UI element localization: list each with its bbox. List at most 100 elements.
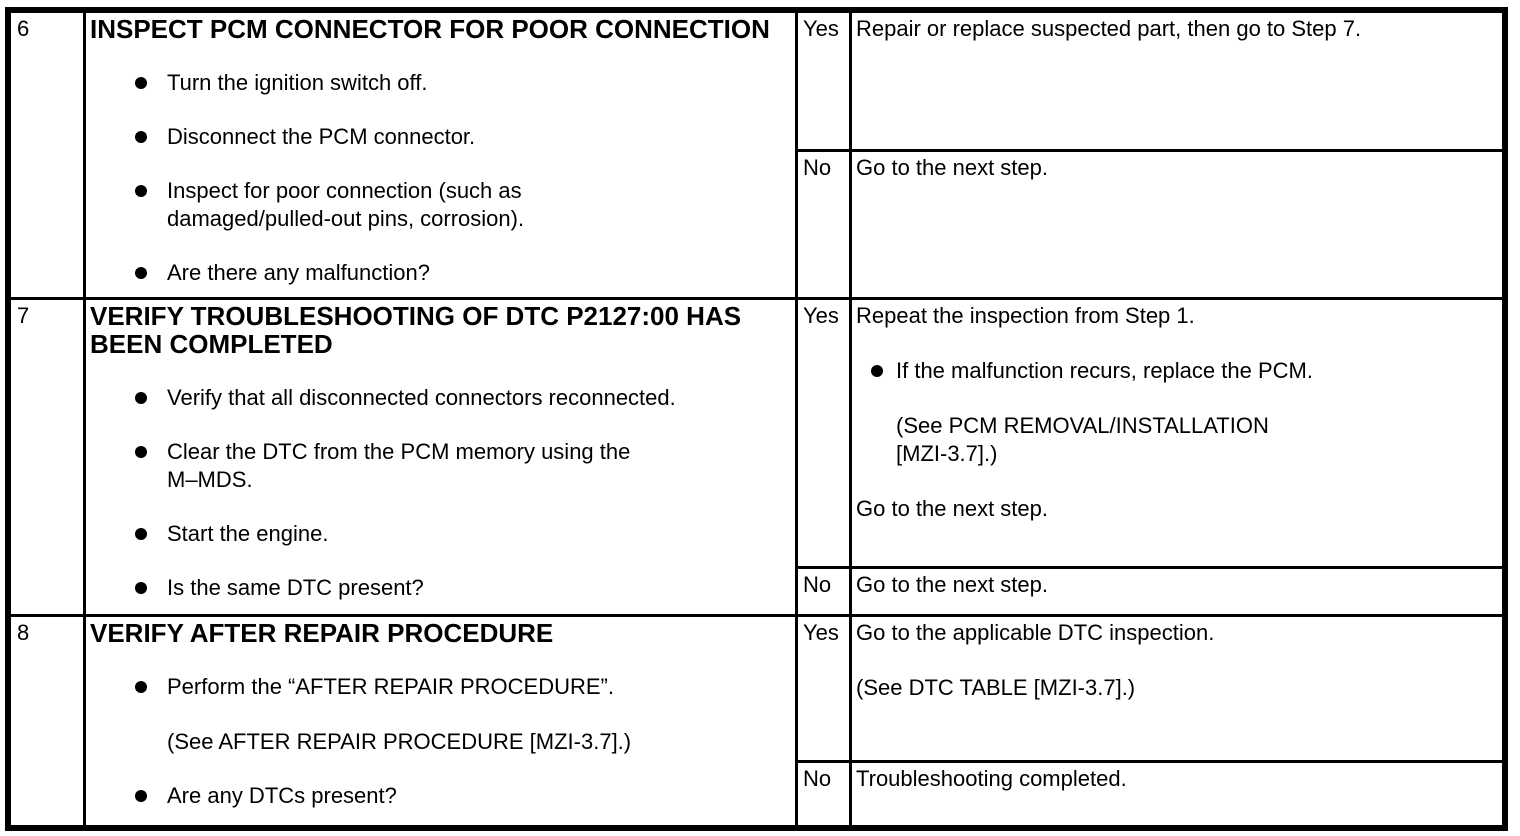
action-cell: Repeat the inspection from Step 1. If th… <box>852 300 1502 566</box>
answer-label: Yes <box>803 303 839 328</box>
bullet-text: Turn the ignition switch off. <box>167 69 427 97</box>
table-row-step-6: 6 INSPECT PCM CONNECTOR FOR POOR CONNECT… <box>11 13 1502 300</box>
action-cell: Go to the applicable DTC inspection. (Se… <box>852 617 1502 760</box>
answer-cell-no: No <box>798 763 852 825</box>
bullet-text: Disconnect the PCM connector. <box>167 123 475 151</box>
bullet-icon <box>135 185 147 197</box>
action-reference: (See DTC TABLE [MZI-3.7].) <box>856 675 1136 700</box>
bullet-text: Start the engine. <box>167 520 328 548</box>
bullet-line: damaged/pulled-out pins, corrosion). <box>167 206 525 231</box>
bullet-line: Disconnect the PCM connector. <box>167 124 476 149</box>
bullet-line: Clear the DTC from the PCM memory using … <box>167 439 631 464</box>
step-number: 6 <box>17 16 30 41</box>
answer-label: No <box>803 766 832 791</box>
answer-label: Yes <box>803 16 839 41</box>
step-number: 8 <box>17 620 30 645</box>
inspection-title: BEEN COMPLETED <box>90 329 333 359</box>
bullet-icon <box>135 681 147 693</box>
step-number-cell: 6 <box>11 13 86 297</box>
action-line: Go to the applicable DTC inspection. <box>856 620 1215 645</box>
inspection-title: VERIFY AFTER REPAIR PROCEDURE <box>90 618 554 648</box>
action-reference: (See PCM REMOVAL/INSTALLATION [MZI-3.7].… <box>856 412 1496 468</box>
bullet-line: Turn the ignition switch off. <box>167 70 428 95</box>
bullet-icon <box>135 267 147 279</box>
step-number: 7 <box>17 303 30 328</box>
bullet-icon <box>871 365 883 377</box>
answer-label: No <box>803 572 832 597</box>
bullet-item: Perform the “AFTER REPAIR PROCEDURE”. <box>90 673 787 701</box>
action-line: Troubleshooting completed. <box>856 766 1127 791</box>
bullet-line: Inspect for poor connection (such as <box>167 178 522 203</box>
bullet-item: Is the same DTC present? <box>90 574 787 602</box>
bullet-line: Start the engine. <box>167 521 329 546</box>
action-line: [MZI-3.7].) <box>896 441 998 466</box>
answer-cell-no: No <box>798 569 852 614</box>
bullet-text: Perform the “AFTER REPAIR PROCEDURE”. <box>167 673 614 701</box>
action-line: Go to the next step. <box>856 496 1049 521</box>
result-row-no: No Troubleshooting completed. <box>798 763 1502 825</box>
answer-label: Yes <box>803 620 839 645</box>
bullet-item: Are there any malfunction? <box>90 259 787 287</box>
bullet-item: Inspect for poor connection (such as dam… <box>90 177 787 233</box>
results-cell-group: Yes Repeat the inspection from Step 1. I… <box>798 300 1502 614</box>
answer-cell-yes: Yes <box>798 13 852 149</box>
result-row-yes: Yes Go to the applicable DTC inspection.… <box>798 617 1502 763</box>
bullet-line: Verify that all disconnected connectors … <box>167 385 676 410</box>
bullet-text: If the malfunction recurs, replace the P… <box>896 357 1313 385</box>
bullet-text: Are any DTCs present? <box>167 782 397 810</box>
answer-label: No <box>803 155 832 180</box>
bullet-text: Is the same DTC present? <box>167 574 424 602</box>
bullet-item: Are any DTCs present? <box>90 782 787 810</box>
bullet-item: Turn the ignition switch off. <box>90 69 787 97</box>
action-line: Go to the next step. <box>856 572 1049 597</box>
step-number-cell: 7 <box>11 300 86 614</box>
action-cell: Go to the next step. <box>852 152 1502 297</box>
results-cell-group: Yes Repair or replace suspected part, th… <box>798 13 1502 297</box>
inspection-title: VERIFY TROUBLESHOOTING OF DTC P2127:00 H… <box>90 301 742 331</box>
inspection-cell: VERIFY TROUBLESHOOTING OF DTC P2127:00 H… <box>86 300 798 614</box>
bullet-text: Verify that all disconnected connectors … <box>167 384 676 412</box>
inspection-cell: INSPECT PCM CONNECTOR FOR POOR CONNECTIO… <box>86 13 798 297</box>
inspection-reference: (See AFTER REPAIR PROCEDURE [MZI-3.7].) <box>167 729 632 754</box>
result-row-yes: Yes Repair or replace suspected part, th… <box>798 13 1502 152</box>
bullet-icon <box>135 528 147 540</box>
bullet-text: Are there any malfunction? <box>167 259 430 287</box>
table-row-step-7: 7 VERIFY TROUBLESHOOTING OF DTC P2127:00… <box>11 300 1502 617</box>
table-row-step-8: 8 VERIFY AFTER REPAIR PROCEDURE Perform … <box>11 617 1502 825</box>
answer-cell-yes: Yes <box>798 617 852 760</box>
bullet-line: Is the same DTC present? <box>167 575 424 600</box>
bullet-text: Inspect for poor connection (such as dam… <box>167 177 524 233</box>
answer-cell-no: No <box>798 152 852 297</box>
bullet-item: Start the engine. <box>90 520 787 548</box>
action-cell: Troubleshooting completed. <box>852 763 1502 825</box>
inspection-cell: VERIFY AFTER REPAIR PROCEDURE Perform th… <box>86 617 798 825</box>
bullet-line: If the malfunction recurs, replace the P… <box>896 358 1313 383</box>
bullet-icon <box>135 582 147 594</box>
bullet-icon <box>135 77 147 89</box>
bullet-icon <box>135 392 147 404</box>
bullet-icon <box>135 446 147 458</box>
action-cell: Repair or replace suspected part, then g… <box>852 13 1502 149</box>
result-row-yes: Yes Repeat the inspection from Step 1. I… <box>798 300 1502 569</box>
bullet-item: If the malfunction recurs, replace the P… <box>856 357 1496 385</box>
inspection-title: INSPECT PCM CONNECTOR FOR POOR CONNECTIO… <box>90 14 770 44</box>
troubleshooting-table: 6 INSPECT PCM CONNECTOR FOR POOR CONNECT… <box>5 7 1508 831</box>
results-cell-group: Yes Go to the applicable DTC inspection.… <box>798 617 1502 825</box>
bullet-line: Perform the “AFTER REPAIR PROCEDURE”. <box>167 674 614 699</box>
result-row-no: No Go to the next step. <box>798 569 1502 614</box>
action-line: Go to the next step. <box>856 155 1049 180</box>
bullet-icon <box>135 790 147 802</box>
action-line: Repeat the inspection from Step 1. <box>856 303 1195 328</box>
action-line: (See PCM REMOVAL/INSTALLATION <box>896 413 1269 438</box>
bullet-item: Disconnect the PCM connector. <box>90 123 787 151</box>
bullet-line: Are there any malfunction? <box>167 260 430 285</box>
bullet-item: Verify that all disconnected connectors … <box>90 384 787 412</box>
bullet-text: Clear the DTC from the PCM memory using … <box>167 438 630 494</box>
action-line: Repair or replace suspected part, then g… <box>856 16 1362 41</box>
bullet-item: Clear the DTC from the PCM memory using … <box>90 438 787 494</box>
bullet-line: Are any DTCs present? <box>167 783 397 808</box>
answer-cell-yes: Yes <box>798 300 852 566</box>
action-cell: Go to the next step. <box>852 569 1502 614</box>
bullet-line: M–MDS. <box>167 467 253 492</box>
